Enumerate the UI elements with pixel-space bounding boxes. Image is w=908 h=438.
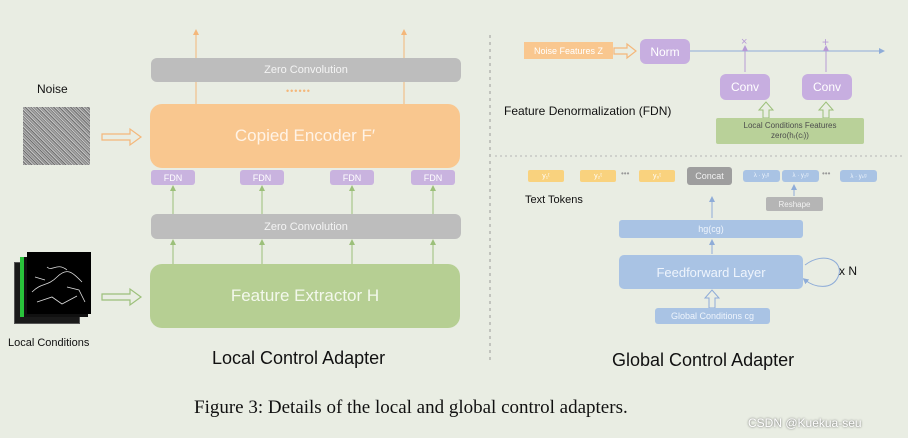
zero-convolution-top-label: Zero Convolution	[264, 64, 348, 76]
reshape-label: Reshape	[778, 199, 811, 209]
global-token-ellipsis: •••	[822, 169, 831, 178]
global-conditions-box: Global Conditions cɡ	[655, 308, 770, 324]
local-features-line1: Local Conditions Features	[743, 121, 837, 130]
global-token-label: λ · y₁ᵍ	[753, 173, 770, 179]
multiply-symbol: ×	[741, 36, 748, 48]
feedforward-label: Feedforward Layer	[656, 264, 766, 280]
condition-image-front	[27, 252, 91, 314]
text-token: y₁ᵗ	[528, 170, 564, 182]
feature-extractor-label: Feature Extractor H	[230, 286, 380, 305]
global-token-label: λ · y₂ᵍ	[792, 173, 809, 179]
zero-convolution-bottom: Zero Convolution	[151, 214, 461, 239]
fdn-title: Feature Denormalization (FDN)	[504, 104, 672, 118]
zero-convolution-top: Zero Convolution	[151, 58, 461, 82]
fdn-block: FDN	[240, 170, 284, 185]
add-symbol: +	[822, 35, 830, 49]
concat-label: Concat	[695, 171, 724, 181]
figure-caption: Figure 3: Details of the local and globa…	[194, 397, 628, 418]
fdn-label: FDN	[423, 172, 443, 183]
conditions-input-arrow	[101, 287, 143, 307]
copied-encoder: Copied Encoder F′	[150, 104, 460, 168]
text-token: y₀ᵗ	[639, 170, 675, 182]
fdn-label: FDN	[342, 172, 362, 183]
local-adapter-title: Local Control Adapter	[212, 348, 386, 368]
fdn-label: FDN	[252, 172, 272, 183]
zero-convolution-bottom-label: Zero Convolution	[264, 220, 348, 233]
global-token: λ · yₖᵍ	[840, 170, 877, 182]
local-features-line2: zero(hᵣ(cₗ))	[771, 131, 809, 140]
watermark: CSDN @Kuekua-seu	[748, 416, 862, 430]
text-token-label: y₂ᵗ	[594, 172, 602, 180]
token-ellipsis: •••	[621, 169, 630, 178]
global-token-label: λ · yₖᵍ	[850, 173, 867, 180]
feature-extractor: Feature Extractor H	[150, 264, 460, 328]
fdn-block: FDN	[151, 170, 195, 185]
conv-right-label: Conv	[812, 80, 841, 94]
norm-label: Norm	[650, 44, 680, 59]
text-token-label: y₀ᵗ	[653, 172, 661, 180]
noise-features-box: Noise Features Z	[524, 42, 613, 59]
fdn-block: FDN	[411, 170, 455, 185]
local-features-box: Local Conditions Features zero(hᵣ(cₗ))	[716, 118, 864, 144]
repeat-label: x N	[839, 264, 857, 278]
global-token: λ · y₁ᵍ	[743, 170, 780, 182]
conv-left-box: Conv	[720, 74, 770, 100]
fdn-block: FDN	[330, 170, 374, 185]
global-token: λ · y₂ᵍ	[782, 170, 819, 182]
noise-input-arrow	[101, 127, 143, 147]
feedforward-layer: Feedforward Layer	[619, 255, 803, 289]
concat-box: Concat	[687, 167, 732, 185]
noise-label: Noise	[37, 82, 68, 96]
reshape-box: Reshape	[766, 197, 823, 211]
fdn-label: FDN	[163, 172, 183, 183]
copied-encoder-label: Copied Encoder F′	[234, 126, 376, 145]
norm-box: Norm	[640, 39, 690, 64]
text-token: y₂ᵗ	[580, 170, 616, 182]
noise-image	[23, 107, 90, 165]
hg-label: hɡ(cɡ)	[698, 224, 724, 234]
edge-map-icon	[31, 266, 86, 305]
text-tokens-label: Text Tokens	[525, 194, 583, 206]
hg-box: hɡ(cɡ)	[619, 220, 803, 238]
global-conditions-label: Global Conditions cɡ	[670, 311, 755, 321]
noise-features-label: Noise Features Z	[533, 45, 604, 56]
conv-left-label: Conv	[730, 80, 759, 94]
local-conditions-label: Local Conditions	[8, 337, 90, 349]
ellipsis-dots: ••••••	[286, 86, 311, 96]
global-adapter-title: Global Control Adapter	[612, 350, 795, 370]
text-token-label: y₁ᵗ	[542, 172, 550, 180]
repeat-loop	[802, 257, 840, 287]
conv-right-box: Conv	[802, 74, 852, 100]
